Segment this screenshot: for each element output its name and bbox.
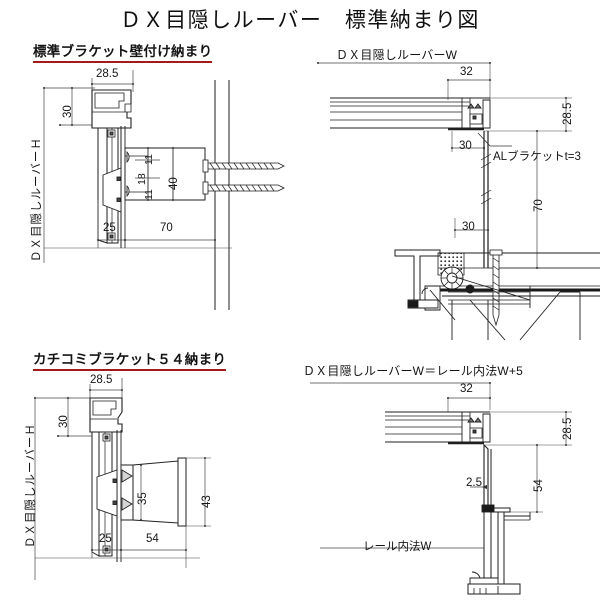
dim-top-right-drop: 70 xyxy=(533,199,545,212)
dim-top-right-end-offset: 32 xyxy=(460,66,473,78)
dim-bottom-left-bracket-inner: 35 xyxy=(137,492,149,505)
dim-bottom-right-profile-height: 28.5 xyxy=(562,417,574,440)
dim-top-left-gap-upper: 11 xyxy=(143,154,155,165)
note-rail-inner-width: レール内法W xyxy=(363,541,432,553)
section-heading-louver-width-rail: ＤＸ目隠しルーバーW＝レール内法W+5 xyxy=(303,364,524,378)
panel-top-right-geometry xyxy=(316,61,600,341)
section-heading-standard-bracket: 標準ブラケット壁付け納まり xyxy=(33,40,213,63)
dim-bottom-left-bracket-length: 54 xyxy=(146,533,159,545)
screw-vertical xyxy=(489,249,503,327)
dim-bottom-left-bracket-outer: 43 xyxy=(201,495,213,508)
section-heading-katakomi-bracket: カチコミブラケット５４納まり xyxy=(33,348,227,371)
page-title: ＤＸ目隠しルーバー 標準納まり図 xyxy=(120,9,480,32)
dim-top-left-bracket-height: 40 xyxy=(168,177,180,190)
dim-bottom-left-width: 28.5 xyxy=(90,374,113,386)
vertical-label-louver-height-top-left: ＤＸ目隠しルーバーＨ xyxy=(31,137,43,262)
dim-bottom-left-louver-depth: 25 xyxy=(99,533,112,545)
vertical-label-louver-height-bottom-left: ＤＸ目隠しルーバーＨ xyxy=(25,423,37,548)
dim-top-left-gap-lower: 11 xyxy=(143,189,155,200)
dim-bottom-right-rail-drop: 54 xyxy=(533,479,545,492)
dim-top-left-mid: 18 xyxy=(136,173,148,185)
panel-bottom-right-geometry xyxy=(310,381,572,595)
dim-top-left-width: 28.5 xyxy=(96,68,119,80)
dim-bottom-right-clearance: 2.5 xyxy=(466,477,482,489)
note-al-bracket: ALブラケットt=3 xyxy=(493,151,581,163)
dim-top-right-bracket-offset-lower: 30 xyxy=(462,221,475,233)
panel-top-left-geometry xyxy=(42,70,285,310)
screw-upper xyxy=(202,159,285,173)
dim-top-right-bracket-offset-upper: 30 xyxy=(459,140,472,152)
dim-top-right-profile-height: 28.5 xyxy=(562,102,574,125)
dim-bottom-right-end-offset: 32 xyxy=(460,383,473,395)
section-heading-louver-width: ＤＸ目隠しルーバーW xyxy=(336,48,458,62)
panel-bottom-left-geometry xyxy=(33,378,211,580)
screw-lower xyxy=(202,181,285,195)
dim-top-left-height: 30 xyxy=(62,105,74,118)
dim-bottom-left-height: 30 xyxy=(58,415,70,428)
dim-top-left-wall-offset: 70 xyxy=(160,222,173,234)
dim-top-left-louver-depth: 25 xyxy=(103,222,116,234)
